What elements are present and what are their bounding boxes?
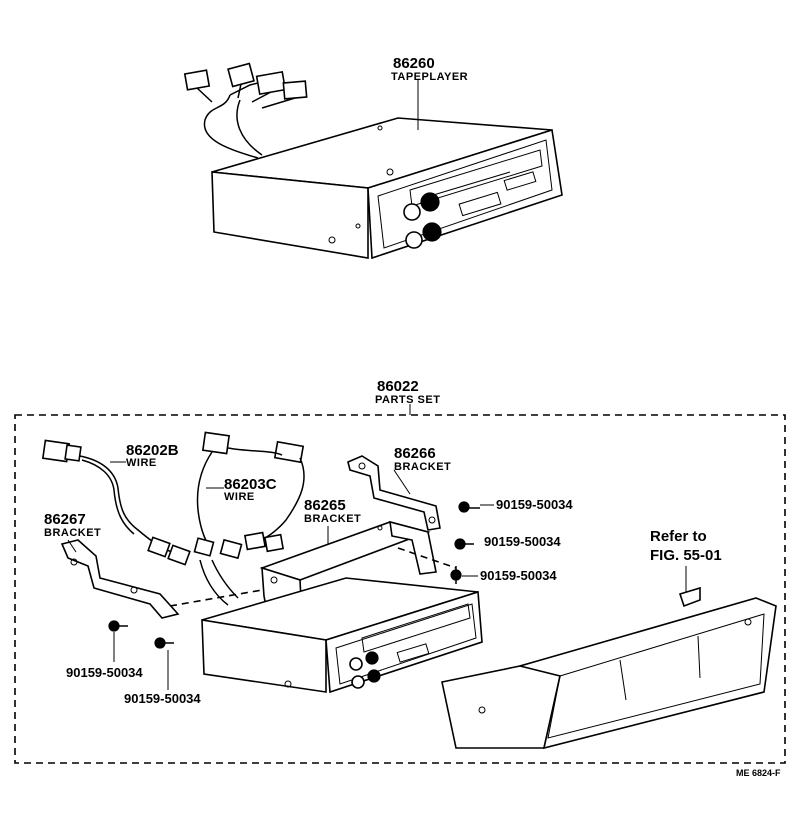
screw-5: 90159-50034 <box>124 637 201 706</box>
bracket-86267-label: BRACKET <box>44 527 101 539</box>
wire-86203c-label: WIRE <box>224 491 255 503</box>
screw-5-part-number: 90159-50034 <box>124 691 201 706</box>
screw-2: 90159-50034 <box>454 534 561 550</box>
screw-1: 90159-50034 <box>458 497 573 513</box>
reference-line-1: Refer to <box>650 528 707 545</box>
bracket-86266-label: BRACKET <box>394 461 451 473</box>
tapeplayer-part-number: 86260 <box>393 55 435 72</box>
parts-set-label: PARTS SET <box>375 394 440 406</box>
screw-4: 90159-50034 <box>66 620 143 680</box>
screw-3-part-number: 90159-50034 <box>480 568 557 583</box>
bracket-86266-part-number: 86266 <box>394 445 436 462</box>
tapeplayer-label: TAPEPLAYER <box>391 71 468 83</box>
trim-bezel: Refer to FIG. 55-01 <box>441 528 777 750</box>
screw-3: 90159-50034 <box>450 566 557 584</box>
wire-86203c: 86203C WIRE <box>193 431 305 606</box>
parts-set-frame: 86022 PARTS SET <box>14 378 786 764</box>
wire-86203c-part-number: 86203C <box>224 476 277 493</box>
wire-86202b-part-number: 86202B <box>126 442 179 459</box>
bracket-86267: 86267 BRACKET <box>44 511 180 619</box>
tapeplayer-unit: 86260 TAPEPLAYER <box>183 55 563 260</box>
screw-2-part-number: 90159-50034 <box>484 534 561 549</box>
bracket-86265-label: BRACKET <box>304 513 361 525</box>
bracket-86267-part-number: 86267 <box>44 511 86 528</box>
screw-1-part-number: 90159-50034 <box>496 497 573 512</box>
wire-86202b-label: WIRE <box>126 457 157 469</box>
reference-line-2: FIG. 55-01 <box>650 547 722 564</box>
figure-code: ME 6824-F <box>736 768 781 778</box>
screw-4-part-number: 90159-50034 <box>66 665 143 680</box>
bracket-86266: 86266 BRACKET <box>347 445 451 531</box>
wire-86202b: 86202B WIRE <box>41 439 191 566</box>
parts-set-part-number: 86022 <box>377 378 419 395</box>
bracket-86265-part-number: 86265 <box>304 497 346 514</box>
tapeplayer-assembled <box>201 577 483 694</box>
